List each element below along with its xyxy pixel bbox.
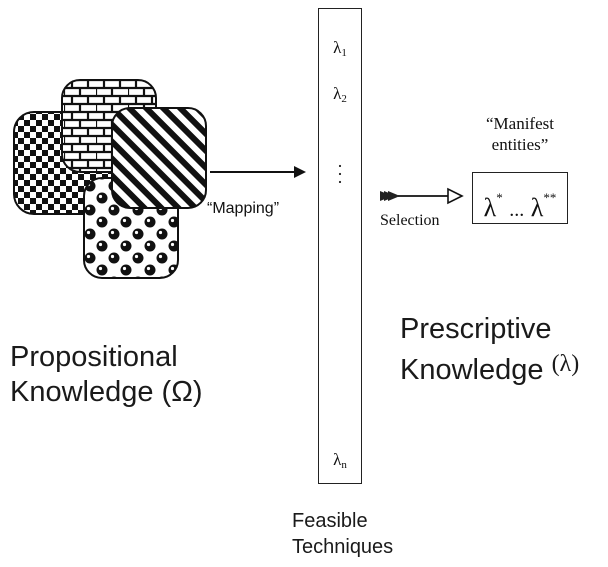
manifest-entities-label: “Manifest entities” — [455, 113, 585, 155]
lambda-2-symbol: λ — [333, 84, 342, 103]
prescriptive-lambda-symbol: (λ) — [551, 351, 580, 377]
selection-label: Selection — [380, 212, 440, 229]
propositional-line-1: Propositional — [10, 341, 178, 373]
prescriptive-line-2: Knowledge (λ) — [400, 347, 579, 388]
prescriptive-knowledge-label: Prescriptive Knowledge (λ) — [400, 312, 579, 388]
feasible-techniques-label: Feasible Techniques — [292, 508, 393, 560]
lambda-n: λn — [318, 450, 362, 471]
mapping-label: “Mapping” — [207, 200, 280, 217]
prescriptive-line-1: Prescriptive — [400, 313, 552, 345]
manifest-title-line-1: “Manifest — [486, 114, 554, 133]
manifest-double-star: ** — [543, 190, 557, 205]
selection-arrow-icon — [380, 187, 464, 205]
lambda-1-subscript: 1 — [341, 47, 347, 59]
manifest-ellipsis: ... — [509, 199, 525, 221]
lambda-1-symbol: λ — [333, 38, 342, 57]
manifest-star: * — [496, 190, 503, 205]
manifest-entities-content: λ* ... λ** — [472, 172, 568, 224]
manifest-entities-box — [472, 172, 568, 224]
propositional-line-2: Knowledge (Ω) — [10, 376, 203, 408]
lambda-1: λ1 — [318, 38, 362, 59]
manifest-title-line-2: entities” — [491, 135, 549, 154]
propositional-knowledge-label: Propositional Knowledge (Ω) — [10, 340, 203, 410]
feasible-line-2: Techniques — [292, 536, 394, 558]
lambda-n-subscript: n — [341, 459, 347, 471]
lambda-n-symbol: λ — [333, 450, 342, 469]
manifest-lambda-end: λ — [530, 193, 544, 222]
lambda-2: λ2 — [318, 84, 362, 105]
prescriptive-knowledge-word: Knowledge — [400, 354, 544, 386]
lambda-2-subscript: 2 — [341, 93, 347, 105]
manifest-lambda-start: λ — [483, 193, 497, 222]
feasible-line-1: Feasible — [292, 510, 368, 532]
mapping-arrow-icon — [210, 166, 306, 178]
diagonal-stripe-pattern-icon — [111, 107, 207, 209]
feasible-techniques-box — [318, 8, 362, 484]
vertical-ellipsis: ··· — [337, 156, 343, 192]
